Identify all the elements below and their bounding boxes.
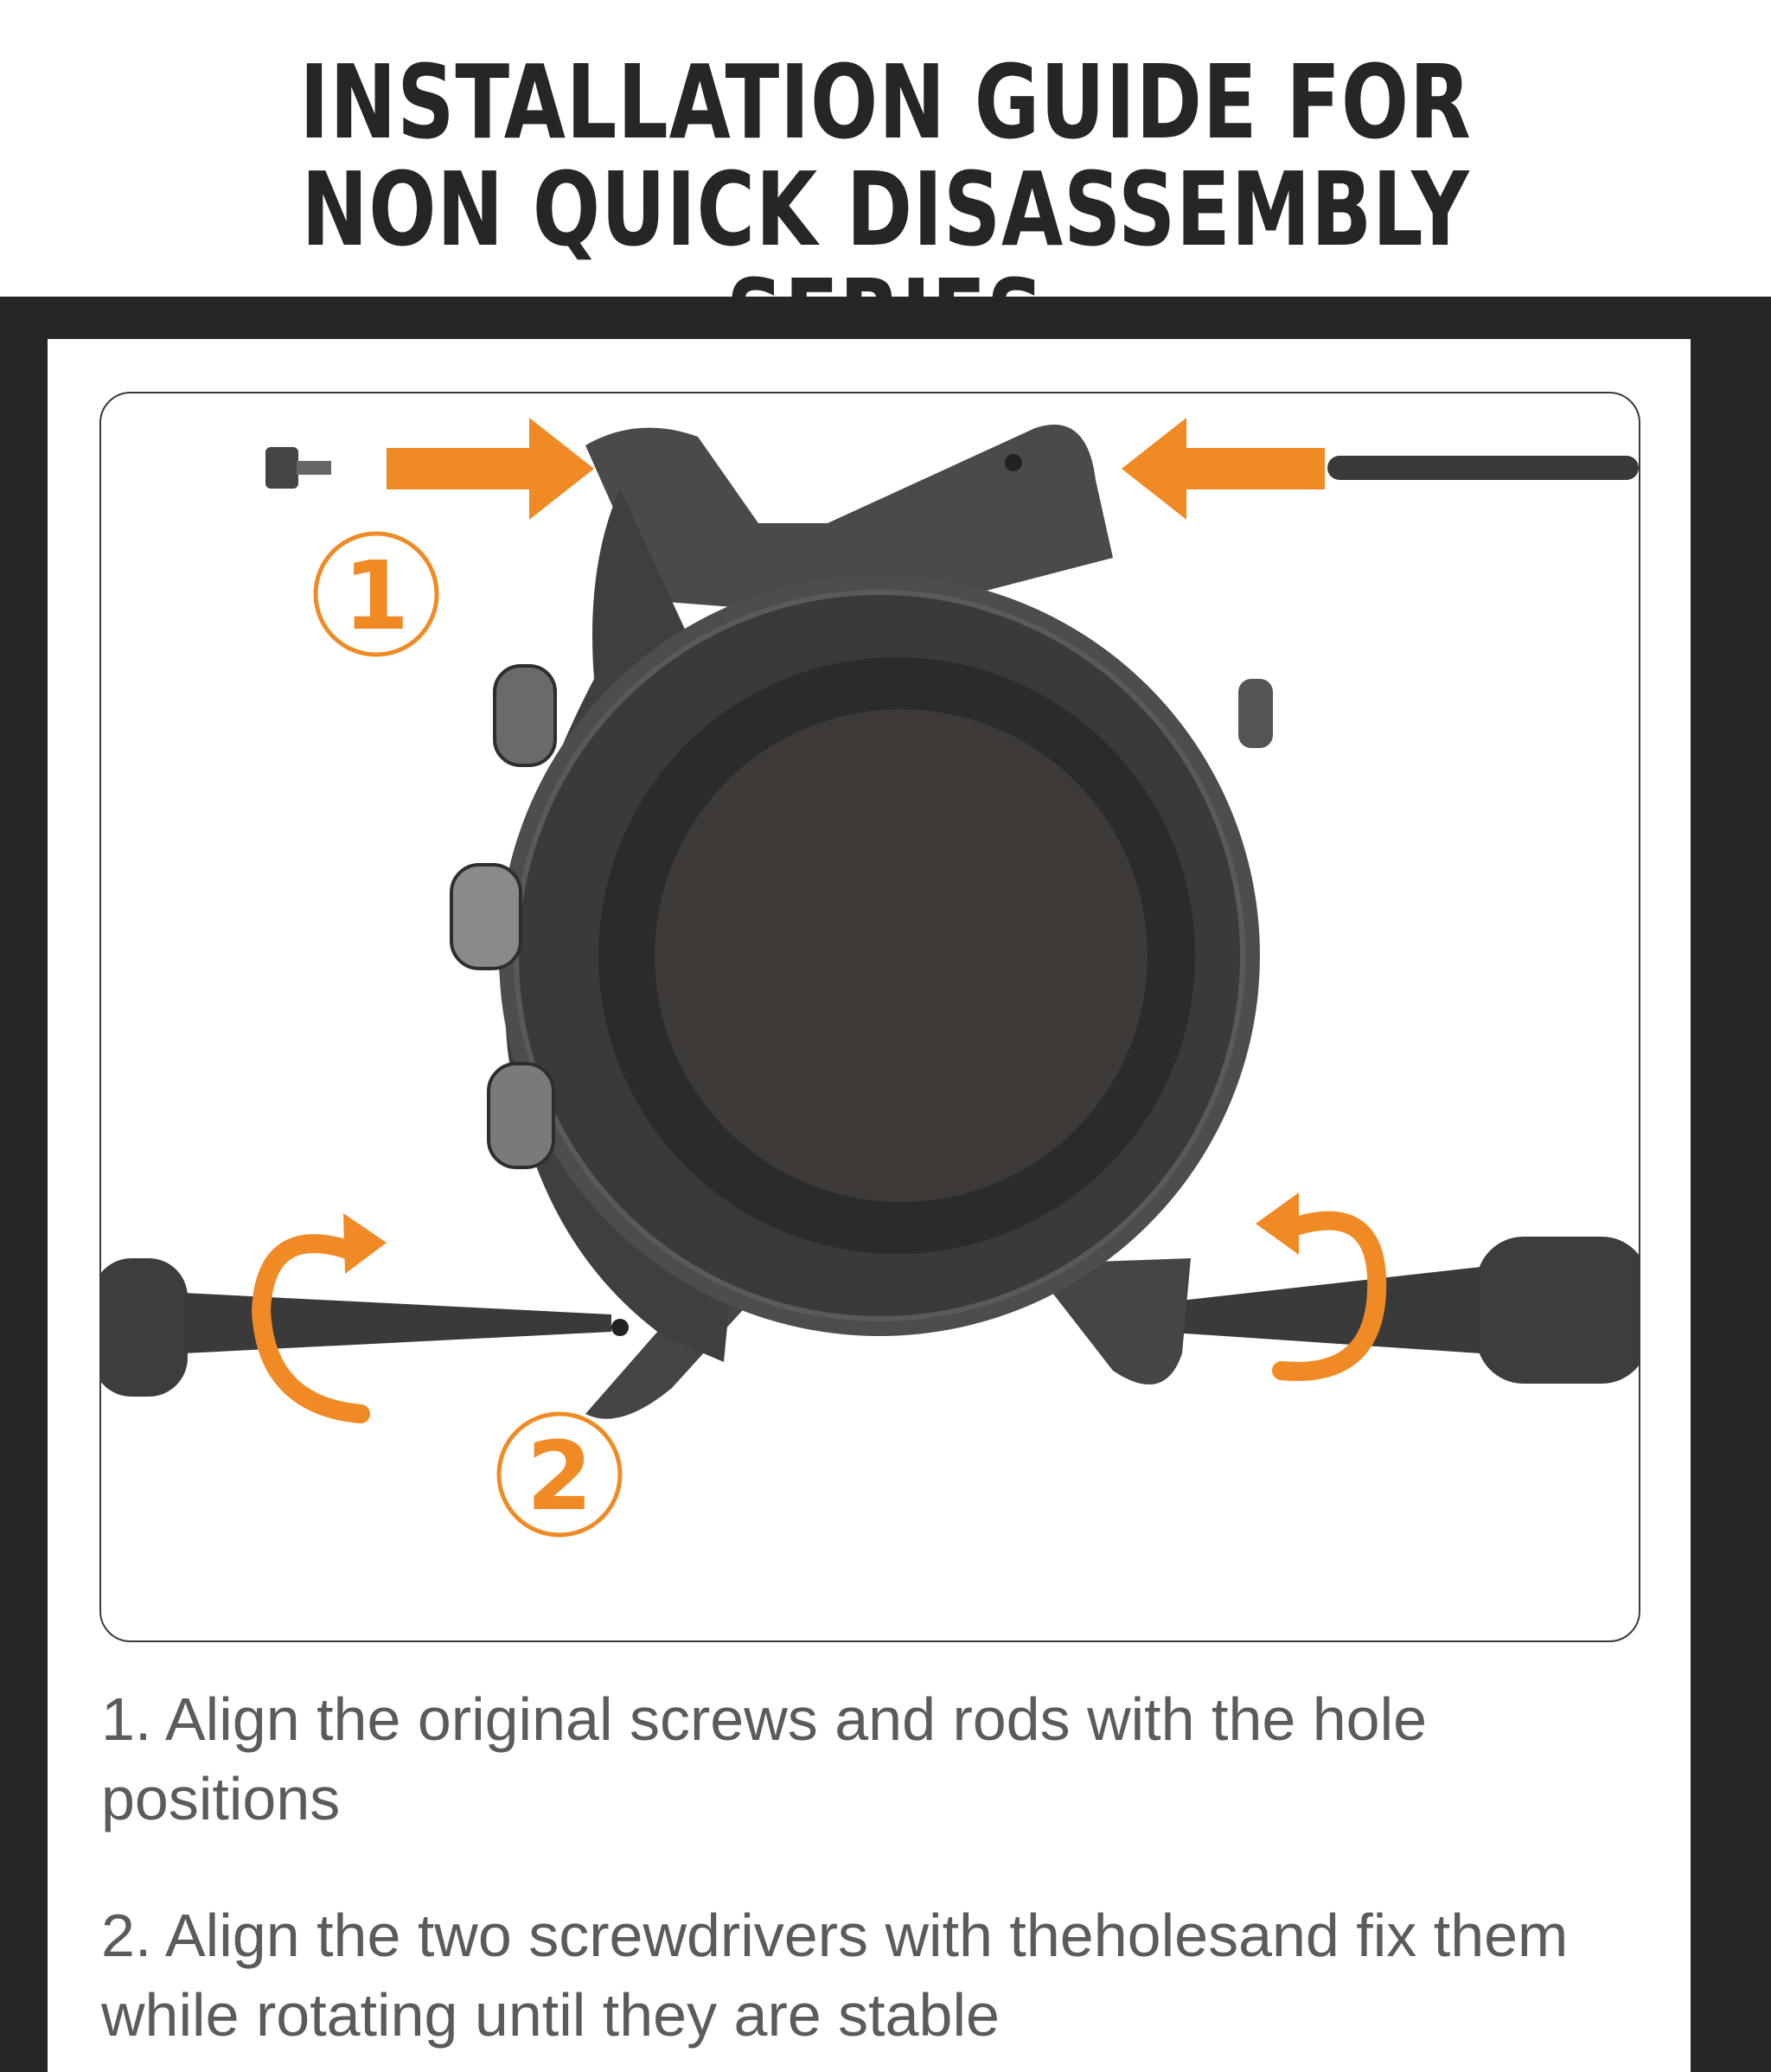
rod-icon [1327,456,1639,480]
callout-2: 2 [496,1411,623,1538]
rotate-left-arrowhead-icon [343,1213,387,1274]
watch-icon [450,425,1273,1419]
left-screwdriver-icon [101,1258,611,1397]
left-arrow-icon [1122,418,1325,520]
installation-illustration: 1 2 [99,392,1640,1642]
page-title: INSTALLATION GUIDE FOR NON QUICK DISASSE… [299,42,1472,370]
screw-icon [265,447,331,489]
callout-1-label: 1 [343,540,410,651]
header: INSTALLATION GUIDE FOR NON QUICK DISASSE… [0,0,1771,370]
step-1-text: 1. Align the original screws and rods wi… [101,1685,1428,1832]
callout-1: 1 [313,531,439,657]
step-2-text: 2. Align the two screwdrivers with theho… [101,1902,1569,2049]
rotate-right-icon [1272,1211,1387,1381]
rotate-left-icon [251,1234,370,1423]
rotate-right-arrowhead-icon [1256,1193,1299,1255]
callout-2-label: 2 [527,1421,593,1532]
right-arrow-icon [387,418,594,520]
